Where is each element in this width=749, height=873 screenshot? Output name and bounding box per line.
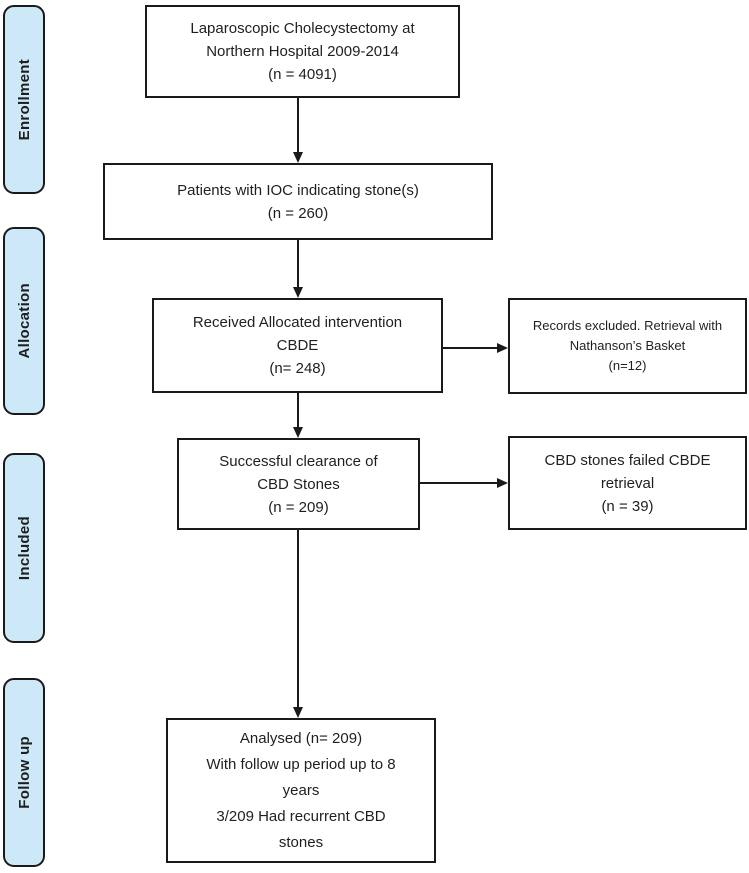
stage-label-enrollment-text: Enrollment (15, 58, 33, 141)
box-successful-clearance-text: Successful clearance of CBD Stones (n = … (219, 452, 378, 516)
box-ioc-stones-text: Patients with IOC indicating stone(s) (n… (177, 181, 419, 222)
box-analysed-followup: Analysed (n= 209) With follow up period … (166, 718, 436, 863)
box-enrollment-source-text: Laparoscopic Cholecystectomy at Northern… (190, 20, 415, 83)
box-allocated-intervention: Received Allocated intervention CBDE (n=… (152, 298, 443, 393)
box-records-excluded: Records excluded. Retrieval with Nathans… (508, 298, 747, 394)
arrow-intervention-to-clearance (293, 393, 303, 438)
stage-label-allocation: Allocation (3, 227, 45, 415)
box-analysed-followup-text: Analysed (n= 209) With follow up period … (206, 729, 396, 851)
box-failed-retrieval: CBD stones failed CBDE retrieval (n = 39… (508, 436, 747, 530)
box-ioc-stones: Patients with IOC indicating stone(s) (n… (103, 163, 493, 240)
stage-label-followup: Follow up (3, 678, 45, 867)
stage-label-included-text: Included (15, 515, 33, 581)
stage-label-allocation-text: Allocation (15, 283, 33, 359)
stage-label-followup-text: Follow up (15, 736, 33, 809)
stage-label-enrollment: Enrollment (3, 5, 45, 194)
box-failed-retrieval-text: CBD stones failed CBDE retrieval (n = 39… (544, 451, 711, 515)
box-allocated-intervention-text: Received Allocated intervention CBDE (n=… (192, 314, 403, 377)
box-successful-clearance: Successful clearance of CBD Stones (n = … (177, 438, 420, 530)
arrow-ioc-to-intervention (293, 240, 303, 298)
arrow-clearance-to-failed (420, 478, 508, 488)
arrow-clearance-to-analysed (293, 530, 303, 718)
stage-label-included: Included (3, 453, 45, 643)
box-enrollment-source: Laparoscopic Cholecystectomy at Northern… (145, 5, 460, 98)
arrow-intervention-to-excluded (443, 343, 508, 353)
box-records-excluded-text: Records excluded. Retrieval with Nathans… (532, 318, 723, 373)
arrow-source-to-ioc (293, 98, 303, 163)
